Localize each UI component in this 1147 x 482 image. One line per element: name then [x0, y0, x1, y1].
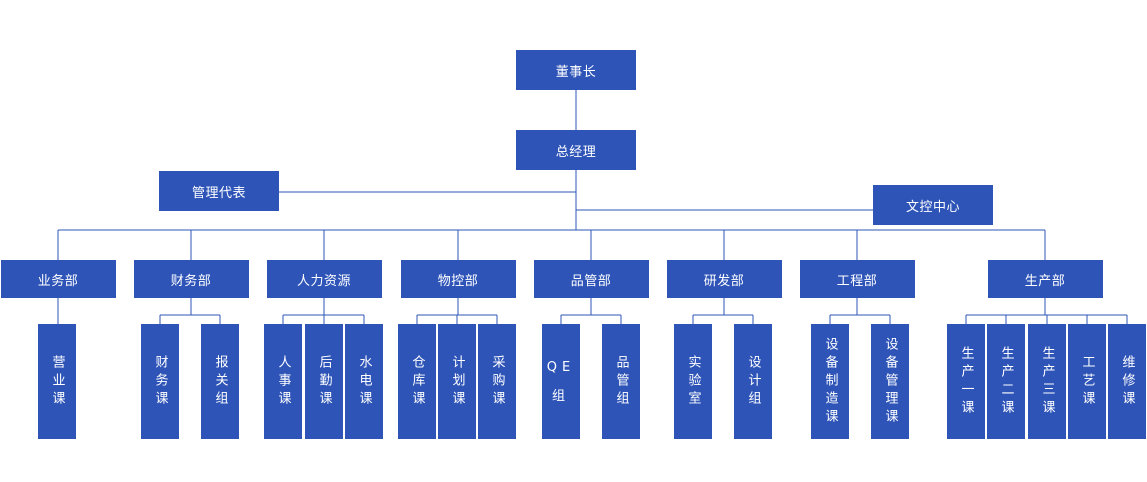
- department-label: 品管部: [570, 273, 612, 289]
- unit-label: 生产二课: [998, 345, 1014, 418]
- unit-label: 仓库课: [409, 354, 425, 409]
- chairman-box: 董事长: [516, 50, 636, 90]
- unit-label: 人事课: [275, 354, 291, 409]
- unit-box: 采购课: [478, 324, 516, 439]
- unit-box: 设计组: [734, 324, 772, 439]
- unit-label: 报关组: [212, 354, 228, 409]
- general-manager-box: 总经理: [516, 130, 636, 170]
- unit-box: 生产一课: [947, 324, 985, 439]
- chairman-label: 董事长: [555, 64, 597, 80]
- department-box: 财务部: [133, 260, 249, 298]
- unit-box: 水电课: [345, 324, 383, 439]
- department-label: 财务部: [170, 273, 212, 289]
- unit-label: 水电课: [356, 354, 372, 409]
- unit-label: 设计组: [745, 354, 761, 409]
- unit-box: 计划课: [438, 324, 476, 439]
- department-box: 人力资源: [266, 260, 382, 298]
- department-label: 生产部: [1024, 273, 1066, 289]
- unit-box: 设备管理课: [871, 324, 909, 439]
- department-box: 物控部: [400, 260, 516, 298]
- unit-box: 工艺课: [1068, 324, 1106, 439]
- management-rep-label: 管理代表: [191, 185, 246, 201]
- general-manager-label: 总经理: [555, 144, 597, 160]
- unit-label: 生产三课: [1039, 345, 1055, 418]
- unit-box: 仓库课: [398, 324, 436, 439]
- unit-box: 生产二课: [987, 324, 1025, 439]
- unit-label: 后勤课: [316, 354, 332, 409]
- unit-box: 生产三课: [1028, 324, 1066, 439]
- management-rep-box: 管理代表: [159, 171, 279, 211]
- department-box: 研发部: [666, 260, 782, 298]
- unit-label: 采购课: [489, 354, 505, 409]
- department-label: 人力资源: [296, 273, 351, 289]
- unit-label: 工艺课: [1079, 354, 1095, 409]
- unit-box: 财务课: [141, 324, 179, 439]
- unit-box: 后勤课: [305, 324, 343, 439]
- unit-box: 设备制造课: [811, 324, 849, 439]
- unit-label: 品管组: [613, 354, 629, 409]
- unit-box: 品管组: [602, 324, 640, 439]
- unit-label: 营业课: [49, 354, 65, 409]
- unit-label: 维修课: [1119, 354, 1135, 409]
- unit-label: 财务课: [152, 354, 168, 409]
- doc-control-box: 文控中心: [873, 185, 993, 225]
- unit-label: 实验室: [685, 354, 701, 409]
- unit-box: 维修课: [1108, 324, 1146, 439]
- doc-control-label: 文控中心: [905, 199, 960, 215]
- unit-label: 设备制造课: [822, 336, 838, 427]
- department-box: 业务部: [0, 260, 116, 298]
- unit-box: 营业课: [38, 324, 76, 439]
- unit-label: 生产一课: [958, 345, 974, 418]
- unit-box: 人事课: [264, 324, 302, 439]
- unit-label: 计划课: [449, 354, 465, 409]
- department-box: 品管部: [533, 260, 649, 298]
- department-label: 业务部: [37, 273, 79, 289]
- department-box: 生产部: [987, 260, 1103, 298]
- unit-box: 报关组: [201, 324, 239, 439]
- department-label: 研发部: [703, 273, 745, 289]
- department-label: 物控部: [437, 273, 479, 289]
- unit-box: 实验室: [674, 324, 712, 439]
- department-box: 工程部: [799, 260, 915, 298]
- unit-label: 设备管理课: [882, 336, 898, 427]
- department-label: 工程部: [836, 273, 878, 289]
